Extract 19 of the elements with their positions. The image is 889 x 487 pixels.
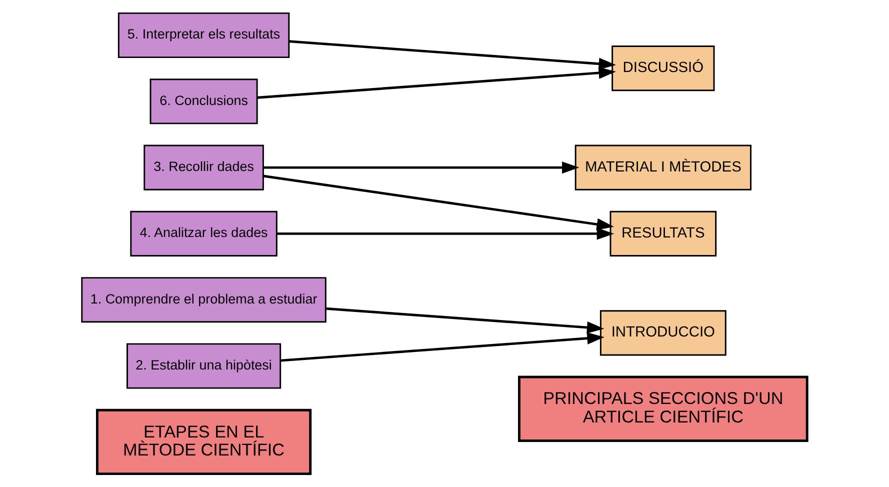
node-box: DISCUSSIÓ (612, 46, 715, 92)
arrow (280, 332, 604, 362)
node-box: 1. Comprendre el problema a estudiar (81, 277, 326, 323)
arrow (263, 174, 614, 230)
node-box: RESULTATS (610, 210, 717, 256)
node-box: 5. Interpretar els resultats (118, 12, 290, 58)
node-box: 3. Recollir dades (144, 144, 264, 190)
arrow (289, 40, 616, 70)
arrow (326, 307, 604, 334)
node-box: INTRODUCCIO (600, 310, 726, 356)
arrow (257, 66, 616, 99)
node-box: PRINCIPALS SECCIONS D'UN ARTICLE CIENTÍFIC (518, 376, 808, 442)
arrow (276, 228, 614, 240)
node-box: 6. Conclusions (150, 78, 258, 124)
node-box: 4. Analitzar les dades (130, 210, 278, 256)
node-box: ETAPES EN EL MÈTODE CIENTÍFIC (96, 408, 312, 476)
arrow (263, 162, 580, 174)
node-box: MATERIAL I MÈTODES (574, 144, 752, 190)
node-box: 2. Establir una hipòtesi (126, 343, 282, 389)
